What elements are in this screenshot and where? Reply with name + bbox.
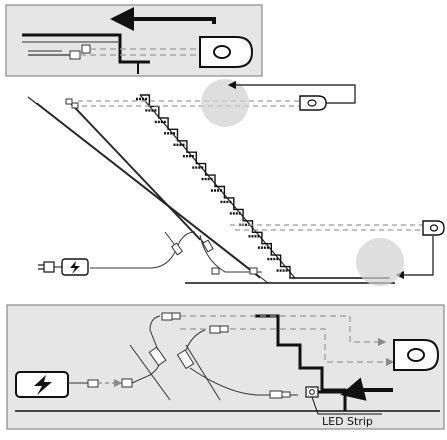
motion-sensor-icon [299, 95, 327, 111]
led-strip-icon [305, 386, 345, 398]
power-adapter-icon [61, 258, 89, 276]
top-detail-panel [5, 4, 263, 77]
motion-sensor-icon [199, 36, 254, 68]
magnifier-circle [201, 79, 249, 127]
stair-steps [140, 94, 390, 279]
power-plug-icon [38, 261, 62, 273]
staircase [27, 79, 445, 286]
led-strips [136, 97, 288, 272]
led-strip-label: LED Strip [322, 415, 373, 428]
power-adapter-icon [15, 371, 69, 398]
motion-sensor-icon [393, 339, 440, 371]
callout-line [311, 396, 382, 415]
bottom-detail-panel: LED Strip [6, 304, 445, 430]
arrow-left-icon [340, 377, 393, 401]
magnifier-circle [356, 238, 404, 286]
arrow-left-icon [110, 7, 216, 31]
motion-sensor-icon [422, 220, 445, 236]
stair-steps [255, 314, 347, 411]
